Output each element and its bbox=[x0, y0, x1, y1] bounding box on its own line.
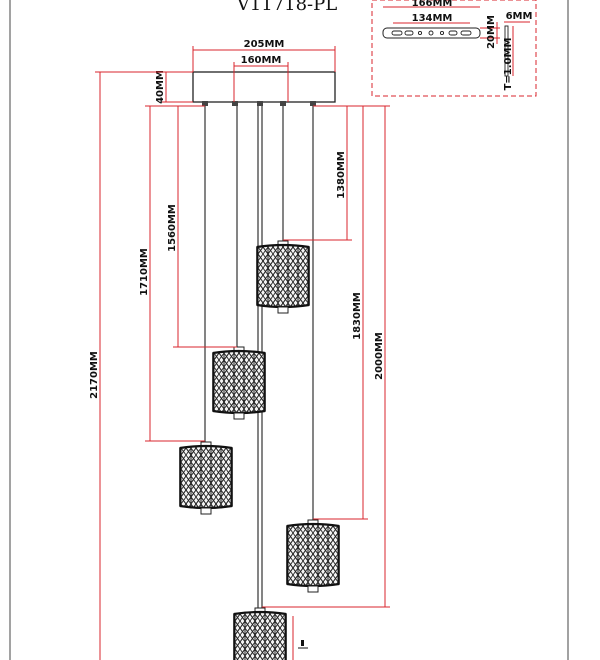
bracket-plate bbox=[382, 27, 481, 39]
canopy bbox=[192, 71, 336, 106]
bracket-height: 20MM bbox=[486, 15, 497, 49]
dim-2170: 2170MM bbox=[89, 351, 100, 399]
dim-canopy-width: 205MM bbox=[244, 39, 285, 50]
dim-canopy-height: 40MM bbox=[155, 70, 166, 104]
pendant-2000 bbox=[232, 606, 288, 660]
bracket-depth: 6MM bbox=[506, 11, 533, 22]
bracket-width-inner: 134MM bbox=[412, 13, 453, 24]
model-title: V11718-PL bbox=[236, 0, 337, 15]
dim-1560: 1560MM bbox=[167, 204, 178, 252]
pendant-1710 bbox=[178, 440, 234, 516]
bracket-width-outer: 166MM bbox=[412, 0, 453, 9]
dim-1380: 1380MM bbox=[336, 151, 347, 199]
bracket-detail: 166MM 134MM 20MM 6MM T=1.0MM bbox=[371, 0, 537, 97]
pendant-1830 bbox=[285, 518, 341, 594]
dim-1710: 1710MM bbox=[139, 248, 150, 296]
pendant-1380 bbox=[255, 239, 311, 315]
dim-1830: 1830MM bbox=[352, 292, 363, 340]
bracket-thickness: T=1.0MM bbox=[503, 38, 514, 91]
dim-2000: 2000MM bbox=[374, 332, 385, 380]
bottom-marks bbox=[292, 616, 308, 660]
pendant-1560 bbox=[211, 345, 267, 421]
dim-canopy-inner: 160MM bbox=[241, 55, 282, 66]
